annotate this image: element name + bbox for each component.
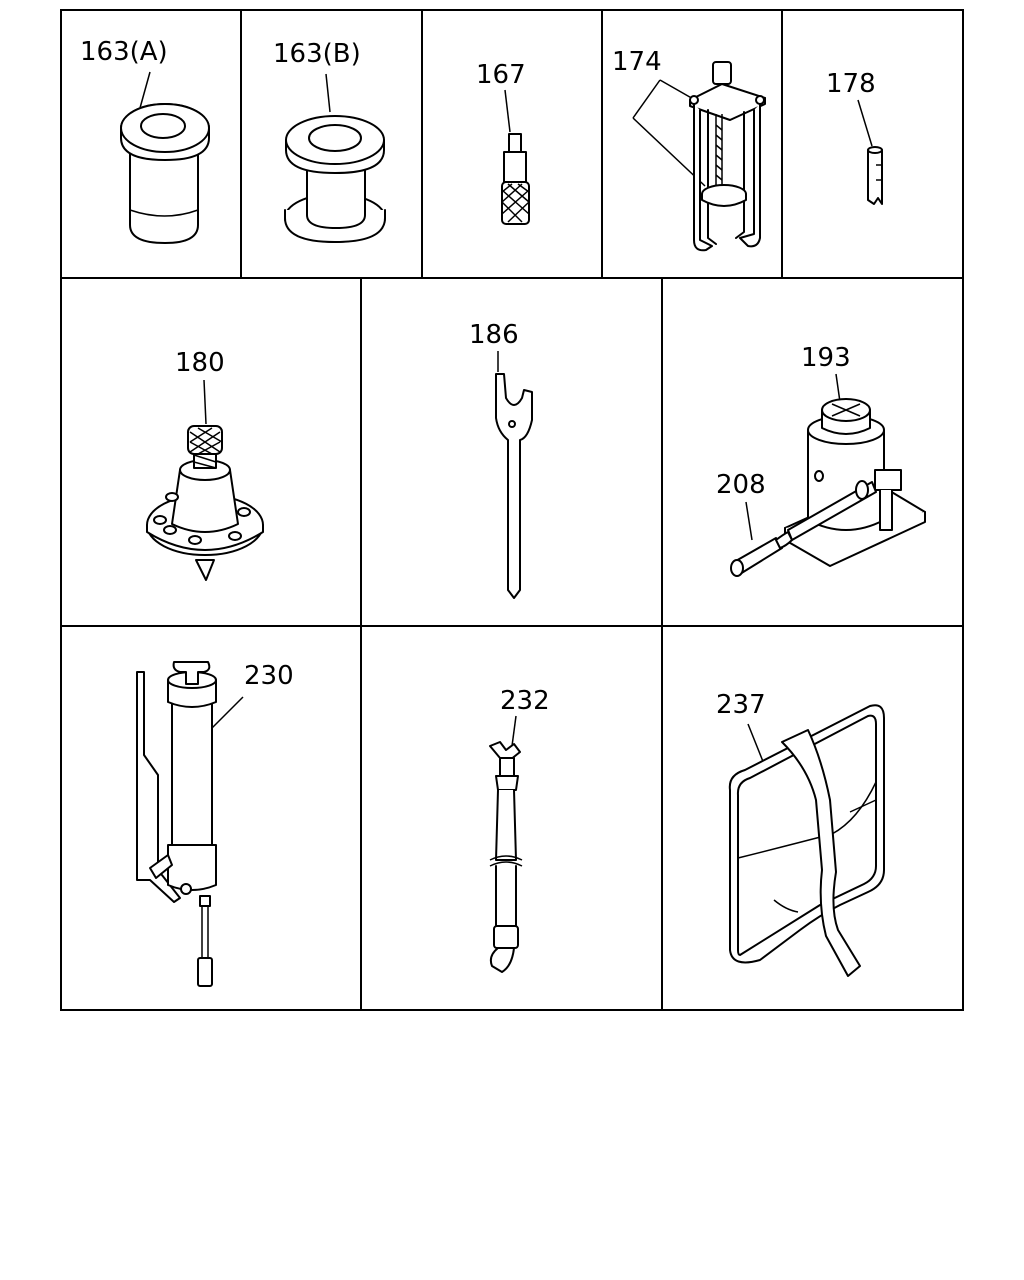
label-186: 186 bbox=[469, 320, 519, 350]
flange-holder-icon bbox=[146, 425, 264, 581]
label-237: 237 bbox=[716, 690, 766, 720]
label-163a: 163(A) bbox=[80, 37, 168, 67]
label-230: 230 bbox=[244, 661, 294, 691]
spool-tool-icon bbox=[284, 115, 386, 243]
cell-163b: 163(B) bbox=[273, 39, 386, 243]
cell-178: 178 bbox=[826, 69, 883, 205]
label-232: 232 bbox=[500, 686, 550, 716]
cell-186: 186 bbox=[469, 320, 533, 599]
tool-bag-icon bbox=[728, 704, 885, 977]
cell-193-208: 193 208 bbox=[716, 343, 926, 577]
grease-hose-icon bbox=[489, 741, 523, 973]
grid-frame bbox=[60, 9, 964, 1011]
label-193: 193 bbox=[801, 343, 851, 373]
pin-tool-icon bbox=[867, 146, 883, 205]
cell-163a: 163(A) bbox=[80, 37, 210, 244]
cell-167: 167 bbox=[476, 60, 530, 225]
cell-237: 237 bbox=[716, 690, 885, 977]
label-163b: 163(B) bbox=[273, 39, 361, 69]
cell-232: 232 bbox=[489, 686, 550, 973]
cell-174: 174 bbox=[612, 47, 766, 252]
bushing-tool-icon bbox=[120, 103, 210, 244]
grease-gun-icon bbox=[136, 661, 217, 987]
jack-handle-icon bbox=[730, 480, 877, 577]
label-178: 178 bbox=[826, 69, 876, 99]
cell-180: 180 bbox=[146, 348, 264, 581]
bottle-jack-icon bbox=[784, 398, 926, 567]
wrench-icon bbox=[495, 373, 533, 599]
label-167: 167 bbox=[476, 60, 526, 90]
label-174: 174 bbox=[612, 47, 662, 77]
label-180: 180 bbox=[175, 348, 225, 378]
knurled-drift-icon bbox=[501, 133, 530, 225]
cell-230: 230 bbox=[136, 661, 294, 987]
label-208: 208 bbox=[716, 470, 766, 500]
gear-puller-icon bbox=[689, 61, 766, 252]
